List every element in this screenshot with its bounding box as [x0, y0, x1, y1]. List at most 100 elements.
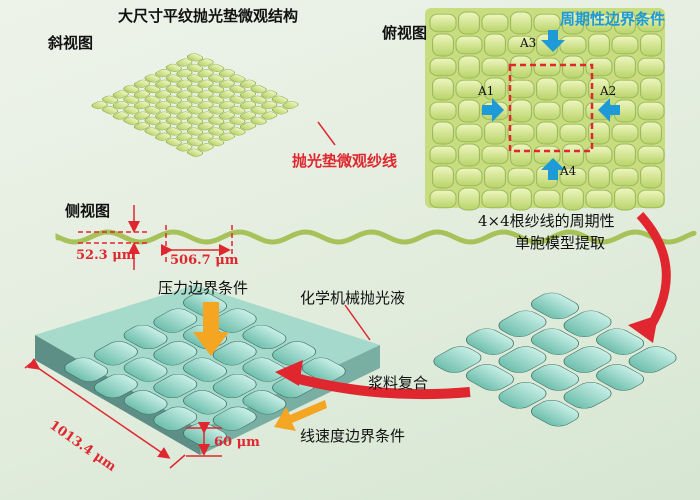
yarn-segment — [229, 74, 246, 83]
yarn-segment — [186, 116, 204, 125]
arrow-a1-icon — [482, 98, 504, 122]
yarn-segment — [458, 99, 480, 123]
yarn-segment — [484, 77, 506, 101]
yarn-segment — [637, 57, 665, 77]
yarn-segment — [637, 13, 665, 33]
yarn-segment — [165, 95, 182, 104]
yarn-segment — [212, 373, 257, 399]
yarn-segment — [481, 189, 509, 209]
yarn-segment — [176, 90, 193, 99]
yarn-segment — [144, 74, 161, 83]
yarn-segment — [455, 79, 483, 99]
yarn-segment — [208, 63, 225, 72]
yarn-segment — [261, 111, 278, 120]
yarn-segment — [176, 69, 193, 78]
yarn-segment — [585, 13, 613, 33]
yarn-segment — [183, 390, 227, 415]
yarn-segment — [208, 74, 225, 83]
yarn-segment — [433, 346, 482, 373]
yarn-segment — [176, 122, 193, 131]
yarn-segment — [186, 95, 204, 104]
yarn-segment — [458, 55, 480, 79]
yarn-segment — [637, 145, 665, 165]
yarn-segment — [165, 85, 182, 94]
yarn-segment — [229, 127, 246, 136]
yarn-segment — [640, 121, 662, 145]
yarn-segment — [155, 122, 172, 131]
yarn-segment — [218, 111, 235, 120]
yarn-segment — [458, 143, 480, 167]
yarn-segment — [261, 100, 278, 110]
yarn-segment — [218, 100, 235, 110]
periodic-boundary-label: 周期性边界条件 — [560, 10, 666, 28]
yarn-segment — [531, 400, 579, 427]
arrow-a4-icon — [541, 158, 565, 180]
yarn-segment — [144, 95, 161, 104]
yarn-segment — [301, 357, 346, 382]
yarn-segment — [562, 143, 584, 167]
yarn-segment — [123, 106, 140, 115]
yarn-segment — [123, 95, 140, 104]
yarn-segment — [208, 85, 225, 94]
yarn-segment — [611, 79, 639, 99]
yarn-segment — [183, 357, 227, 382]
main-title: 大尺寸平纹抛光垫微观结构 — [118, 7, 299, 25]
yarn-segment — [176, 143, 193, 152]
yarn-segment — [533, 57, 561, 77]
yarn-segment — [640, 165, 662, 189]
side-view-yarn — [55, 205, 697, 270]
yarn-segment — [455, 123, 483, 143]
arrow-a3-icon — [541, 30, 565, 52]
yarn-segment — [165, 74, 182, 83]
yarn-segment — [165, 138, 182, 147]
yarn-segment — [112, 90, 129, 99]
yarn-segment — [637, 189, 665, 209]
yarn-segment — [588, 77, 610, 101]
yarn-segment — [611, 123, 639, 143]
top-view-woven-mat — [425, 8, 665, 211]
yarn-segment — [102, 95, 119, 104]
yarn-segment — [498, 346, 547, 373]
unit-cell-dashed-box — [508, 63, 594, 153]
yarn-segment — [208, 106, 225, 115]
yarn-segment — [531, 328, 579, 355]
yarn-segment — [239, 79, 257, 88]
yarn-segment — [261, 90, 278, 99]
yarn-segment — [484, 33, 506, 57]
yarn-segment — [429, 101, 457, 121]
yarn-segment — [239, 90, 257, 99]
yarn-segment — [197, 111, 214, 120]
yarn-segment — [510, 11, 532, 35]
yarn-segment — [155, 90, 172, 99]
slurry-composite-label: 浆料复合 — [368, 374, 429, 392]
yarn-segment — [239, 122, 257, 131]
label-a1: A1 — [478, 84, 495, 98]
period-dimension: 506.7 μm — [170, 253, 239, 268]
yarn-segment — [640, 77, 662, 101]
yarn-segment — [611, 167, 639, 187]
yarn-segment — [102, 106, 119, 115]
yarn-segment — [176, 111, 193, 120]
yarn-segment — [229, 116, 246, 125]
yarn-segment — [455, 167, 483, 187]
yarn-segment — [498, 310, 547, 337]
yarn-segment — [133, 122, 151, 131]
yarn-segment — [212, 341, 257, 366]
yarn-segment — [153, 308, 198, 333]
yarn-segment — [614, 11, 636, 35]
yarn-segment — [429, 57, 457, 77]
yarn-segment — [250, 95, 267, 104]
yarn-segment — [197, 143, 214, 152]
yarn-segment — [507, 167, 535, 187]
yarn-segment — [481, 13, 509, 33]
yarn-segment — [510, 143, 532, 167]
yarn-segment — [282, 100, 299, 110]
yarn-segment — [208, 116, 225, 125]
yarn-segment — [563, 310, 612, 337]
yarn-segment — [481, 57, 509, 77]
yarn-segment — [533, 13, 561, 33]
yarn-segment — [144, 127, 161, 136]
yarn-segment — [481, 145, 509, 165]
yarn-segment — [186, 74, 204, 83]
yarn-segment — [628, 346, 677, 373]
